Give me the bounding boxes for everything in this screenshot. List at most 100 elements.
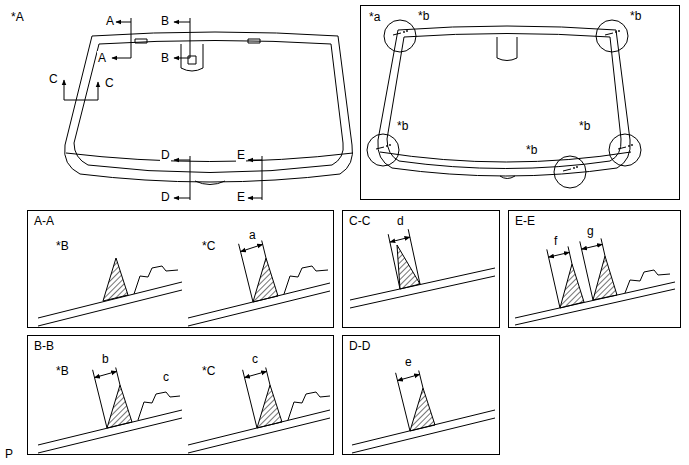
marking-dot — [628, 145, 630, 147]
dimension-line — [241, 244, 263, 251]
marking-dot — [615, 31, 617, 33]
section-mark: A — [97, 51, 107, 65]
circle-outline — [367, 134, 399, 166]
section-line — [131, 18, 132, 58]
windshield-inner-line — [74, 41, 343, 173]
callout-label: *b — [525, 143, 538, 157]
section-line — [190, 18, 191, 58]
marking-dot — [389, 144, 391, 146]
section-title: B-B — [33, 339, 55, 353]
marking-dot — [386, 145, 388, 147]
cowl-line — [380, 152, 631, 162]
windshield-outline — [378, 26, 630, 176]
circle-outline — [384, 20, 416, 52]
molding — [284, 266, 328, 294]
dimension-line — [390, 237, 410, 242]
section-mark: E — [236, 148, 246, 162]
section-arrow — [98, 82, 99, 100]
bottom-tab — [500, 176, 515, 179]
section-title: C-C — [348, 214, 371, 228]
section-view: C-Cd — [342, 210, 500, 328]
molding — [138, 392, 180, 420]
detail-circle: *b — [383, 19, 417, 53]
adhesive-dam — [593, 256, 617, 300]
extension-line — [243, 368, 270, 429]
section-title: E-E — [514, 214, 536, 228]
marking-dot — [406, 30, 408, 32]
dimension-label: e — [404, 355, 413, 369]
dimension-label: g — [586, 224, 595, 238]
callout-label: *b — [396, 119, 409, 133]
adhesive-dam — [410, 388, 435, 431]
detail-circle: *b — [595, 19, 629, 53]
mirror-hole — [188, 56, 196, 64]
bottom-tab — [195, 181, 225, 185]
detail-panel: *a*b*b*b*b*b — [360, 5, 680, 200]
section-view: D-D e — [342, 335, 500, 455]
dimension-line — [549, 252, 570, 257]
adhesive-dam — [257, 385, 282, 428]
dimension-label: b — [101, 352, 110, 366]
section-line — [64, 100, 98, 101]
dimension-label: c — [251, 352, 259, 366]
section-line — [262, 156, 263, 200]
circle-outline — [609, 134, 641, 166]
detail-circle: *b — [608, 133, 642, 167]
adhesive-dam — [103, 258, 128, 301]
section-arrow — [174, 22, 190, 23]
circle-outline — [554, 156, 586, 188]
circle-outline — [553, 155, 587, 189]
molding — [134, 266, 178, 294]
section-mark: C — [104, 76, 115, 90]
marking-dash — [618, 147, 626, 149]
section-view: E-Efg — [508, 210, 681, 328]
marking-dash — [393, 33, 401, 35]
marking-dot — [573, 167, 575, 169]
section-mark: B — [160, 51, 170, 65]
section-mark: B — [160, 14, 170, 28]
marking-dash — [376, 147, 384, 149]
extension-line — [239, 241, 266, 303]
section-arrow — [112, 58, 131, 59]
extension-line — [396, 371, 423, 432]
figure-label: *A — [10, 10, 25, 24]
adhesive-dam — [560, 264, 584, 308]
adhesive-dam — [107, 385, 132, 428]
detail-circle: *b — [366, 133, 400, 167]
dimension-line — [398, 374, 420, 380]
callout-label: *b — [629, 9, 642, 23]
windshield-inner-line — [387, 34, 621, 169]
mirror-base — [497, 37, 517, 61]
section-arrow — [116, 22, 131, 23]
section-arrow — [248, 160, 262, 161]
circle-outline — [366, 133, 400, 167]
marking-dot — [631, 144, 633, 146]
section-arrow — [174, 58, 190, 59]
dimension-label: c — [162, 370, 170, 384]
section-view: A-A*B*Ca — [27, 210, 334, 328]
molding — [625, 270, 670, 293]
view-label: *B — [55, 239, 70, 253]
section-arrow — [174, 198, 190, 199]
callout-label: *b — [417, 9, 430, 23]
circle-outline — [608, 133, 642, 167]
marking-dot — [618, 30, 620, 32]
circle-outline — [383, 19, 417, 53]
marking-dot — [403, 31, 405, 33]
marking-dot — [576, 166, 578, 168]
dimension-line — [95, 371, 117, 377]
section-title: D-D — [348, 339, 371, 353]
section-mark: D — [160, 148, 171, 162]
section-mark: D — [160, 190, 171, 204]
circle-outline — [596, 20, 628, 52]
adhesive-dam — [253, 258, 278, 302]
molding — [288, 392, 330, 420]
glass-section — [515, 282, 675, 325]
top-tab — [248, 39, 260, 43]
dimension-label: a — [248, 228, 257, 242]
figure-code: P — [4, 447, 14, 461]
dimension-line — [582, 244, 603, 249]
view-label: *B — [55, 364, 70, 378]
